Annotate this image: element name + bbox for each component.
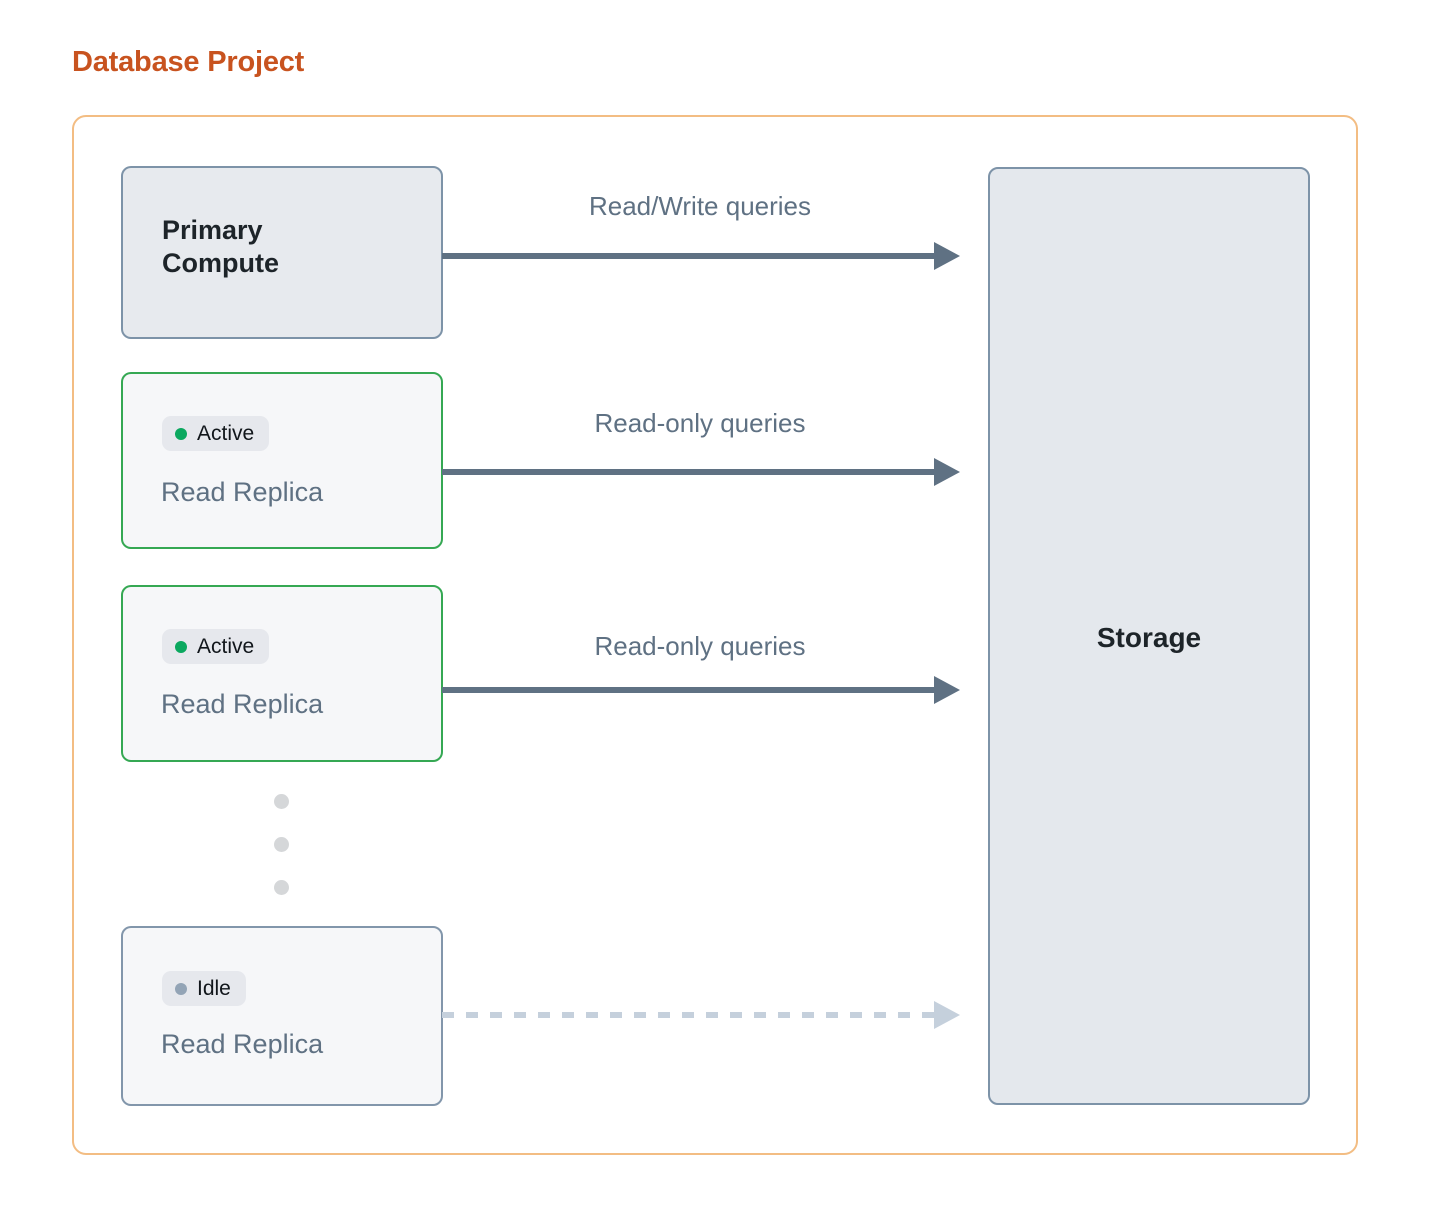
connector-arrow-replica3-idle-to-storage (442, 995, 962, 1035)
vertical-ellipsis (274, 794, 290, 896)
read-replica-node-3[interactable]: Idle Read Replica (121, 926, 443, 1106)
primary-compute-label-line2: Compute (162, 247, 279, 278)
status-badge-active-1: Active (162, 416, 270, 451)
status-badge-active-2: Active (162, 629, 270, 664)
read-replica-node-1[interactable]: Active Read Replica (121, 372, 443, 549)
connector-arrow-replica2-to-storage (442, 670, 962, 710)
status-dot-icon (175, 982, 187, 995)
status-dot-icon (175, 640, 187, 653)
ellipsis-dot-icon (274, 880, 289, 895)
read-replica-label-2: Read Replica (161, 689, 324, 719)
primary-compute-label-line1: Primary (162, 215, 263, 245)
connector-arrow-replica1-to-storage (442, 452, 962, 492)
ellipsis-dot-icon (274, 794, 289, 809)
connector-label-read-write: Read/Write queries (588, 191, 812, 221)
read-replica-label-3: Read Replica (161, 1029, 324, 1059)
status-badge-label: Active (197, 422, 255, 445)
page-title: Database Project (72, 46, 305, 78)
storage-label: Storage (1096, 622, 1202, 653)
read-replica-node-2[interactable]: Active Read Replica (121, 585, 443, 762)
read-replica-label-1: Read Replica (161, 477, 324, 507)
connector-arrow-primary-to-storage (442, 236, 962, 276)
status-badge-idle: Idle (162, 971, 246, 1006)
status-badge-label: Active (197, 635, 255, 658)
connector-label-read-only-1: Read-only queries (594, 408, 806, 438)
status-dot-icon (175, 427, 187, 440)
ellipsis-dot-icon (274, 837, 289, 852)
status-badge-label: Idle (197, 977, 231, 1000)
connector-label-read-only-2: Read-only queries (594, 631, 806, 661)
storage-node[interactable]: Storage (988, 167, 1310, 1105)
